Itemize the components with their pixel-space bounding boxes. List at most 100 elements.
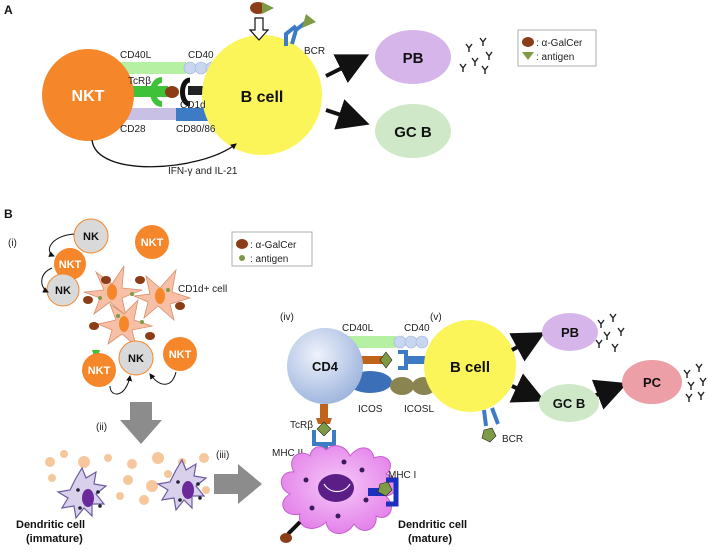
- nk-arrow-3: [109, 375, 133, 395]
- legend-b-antigen: : antigen: [250, 254, 288, 265]
- nk-arrow-4: [149, 371, 177, 385]
- cd1d-on-dc: [286, 520, 302, 536]
- nk-arrow-2: [41, 267, 53, 293]
- nk-label-2: NK: [55, 285, 71, 297]
- legend-b-galcer: : α-GalCer: [250, 240, 297, 251]
- panel-b-letter: B: [4, 207, 13, 221]
- b-cell-label-b: B cell: [450, 359, 490, 376]
- tcr-cup-b: [316, 418, 332, 424]
- antigen-on-mhc-b: [379, 351, 393, 369]
- gcb-cell-a: [375, 104, 451, 158]
- nk-label-1: NK: [83, 231, 99, 243]
- nkt-label-a: NKT: [72, 88, 105, 105]
- bcr-receptor-b: [482, 407, 500, 427]
- panel-a-letter: A: [4, 3, 13, 17]
- nkt-label-2: NKT: [141, 237, 164, 249]
- galcer-ball-a: [165, 86, 179, 98]
- gcb-cell-b: [539, 384, 599, 422]
- arrow-to-gcb-b: [509, 373, 546, 403]
- step-v-label: (v): [430, 312, 442, 323]
- b-cell-a: [202, 35, 322, 155]
- pc-cell-b: [622, 360, 682, 404]
- legend-a-galcer: : α-GalCer: [536, 38, 583, 49]
- b-cell-label-a: B cell: [241, 89, 284, 106]
- antibodies-a: [459, 37, 493, 74]
- antibodies-b-pb: [595, 313, 625, 352]
- gcb-label-b: GC B: [553, 396, 586, 411]
- gcb-label-a: GC B: [394, 124, 432, 141]
- cd1d-cup: [180, 77, 191, 107]
- input-arrow: [248, 17, 270, 41]
- step-iv-label: (iv): [280, 312, 294, 323]
- antigen-on-mhc1: [377, 481, 393, 497]
- mhc1-bar: [368, 488, 386, 496]
- nkt-cell-4: [163, 337, 197, 371]
- bcr-antigen-b: [481, 427, 497, 443]
- icosl-ellipse-1: [390, 377, 414, 395]
- nkt-label-4: NKT: [169, 349, 192, 361]
- dc-immature-title: Dendritic cell: [16, 519, 85, 531]
- nkt-cell-3: [82, 353, 116, 387]
- cd1d-label-a: CD1d: [180, 100, 206, 111]
- cd28-label-a: CD28: [120, 124, 146, 135]
- antigen-on-mhc2: [316, 421, 332, 437]
- bcr-label-b: BCR: [502, 434, 523, 445]
- immature-dc-1: [56, 466, 108, 520]
- step-ii-label: (ii): [96, 422, 107, 433]
- nkt-cell-1: [54, 248, 86, 280]
- arrow-to-gcb-a: [325, 99, 370, 130]
- mature-dc: [280, 445, 397, 534]
- cd40l-label-a: CD40L: [120, 50, 152, 61]
- cd1d-nuclei: [107, 284, 165, 332]
- tcr-stem-b: [320, 404, 328, 418]
- mhc1-cup: [386, 477, 399, 507]
- cd80-86-label-a: CD80/86: [176, 124, 216, 135]
- bcr-receptor-a: [284, 20, 308, 46]
- cd40l-bar: [120, 62, 186, 74]
- cd1d-cell-label: CD1d+ cell: [178, 284, 227, 295]
- cytokine-arrow: [91, 139, 237, 168]
- nk-arrow-1: [48, 233, 75, 257]
- tcrb-label-a: TcRβ: [128, 76, 151, 87]
- tcr-beta-bar: [118, 86, 168, 97]
- pb-cell-a: [375, 30, 451, 84]
- mhc-cup-b: [398, 350, 408, 370]
- pc-label-b: PC: [643, 375, 662, 390]
- pb-label-b: PB: [561, 325, 579, 340]
- cd4-label: CD4: [312, 359, 339, 374]
- antibodies-b-pc: [683, 363, 707, 402]
- mhc2-label: MHC II: [272, 448, 303, 459]
- tcr-bar-b: [354, 356, 384, 364]
- nkt-label-3: NKT: [88, 365, 111, 377]
- legend-b: : α-GalCer : antigen: [231, 231, 313, 267]
- nkt-label-1: NKT: [59, 259, 82, 271]
- cd40-label-b: CD40: [404, 323, 430, 334]
- mhc-bar-b: [406, 356, 430, 364]
- icosl-label: ICOSL: [404, 404, 434, 415]
- cd40-label-a: CD40: [188, 50, 214, 61]
- step-iii-arrow: [214, 464, 262, 504]
- immature-dc-2: [156, 458, 208, 512]
- legend-a: : α-GalCer : antigen: [517, 29, 597, 67]
- nkt-cell-2: [135, 225, 169, 259]
- cd4-cell: [287, 328, 363, 404]
- arrow-to-pc-b: [591, 379, 628, 410]
- bcr-antigen-a: [302, 14, 316, 28]
- antigen-input: [262, 2, 274, 14]
- arrow-to-pb-a: [325, 54, 370, 84]
- nkt-cell-a: [42, 49, 134, 141]
- nk-cell-3: [118, 340, 154, 376]
- cytokine-label: IFN-γ and IL-21: [168, 166, 238, 177]
- cd40-dots-b: [393, 335, 429, 349]
- tcr-cup: [150, 77, 163, 107]
- cd40l-label-b: CD40L: [342, 323, 374, 334]
- bcr-label-a: BCR: [304, 46, 325, 57]
- pb-cell-b: [542, 313, 598, 351]
- b-cell-b: [424, 320, 516, 412]
- dc-mature-subtitle: (mature): [408, 533, 452, 545]
- step-i-label: (i): [8, 238, 17, 249]
- dc-mature-title: Dendritic cell: [398, 519, 467, 531]
- pb-label-a: PB: [403, 50, 424, 67]
- legend-a-antigen: : antigen: [536, 52, 574, 63]
